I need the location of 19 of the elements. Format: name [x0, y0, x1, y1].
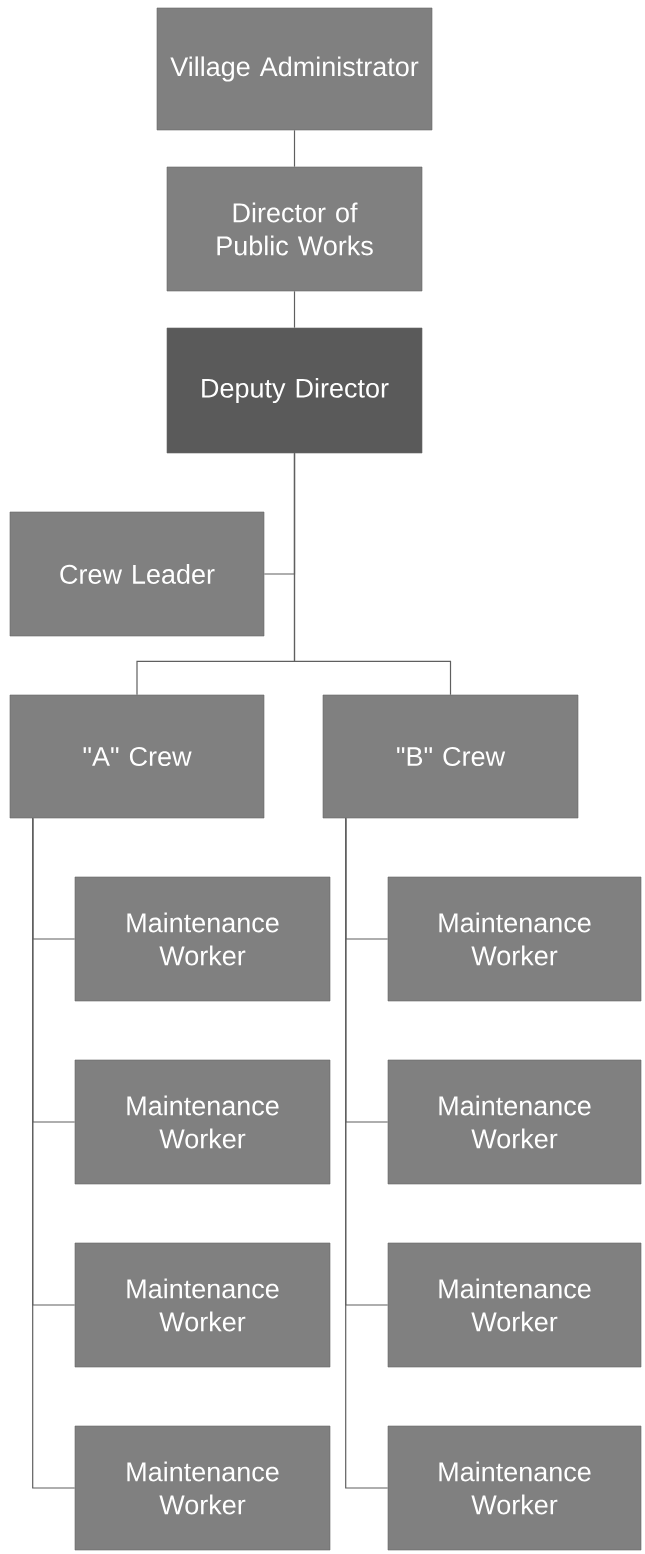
org-box: Maintenance Worker	[387, 876, 642, 1002]
org-box: "B" Crew	[322, 694, 579, 819]
connector-line	[293, 129, 296, 168]
org-box: Maintenance Worker	[74, 876, 331, 1002]
org-box: Maintenance Worker	[387, 1059, 642, 1185]
org-box: Village Administrator	[156, 7, 433, 131]
org-box: Maintenance Worker	[387, 1425, 642, 1551]
connector-line	[345, 817, 389, 1489]
org-box: Maintenance Worker	[387, 1242, 642, 1368]
org-box: Maintenance Worker	[74, 1059, 331, 1185]
connector-line	[32, 817, 76, 1489]
org-box: Director of Public Works	[166, 166, 423, 292]
connector-line	[293, 290, 296, 329]
org-box: Deputy Director	[166, 327, 423, 454]
org-box: Crew Leader	[9, 511, 265, 637]
org-box: Maintenance Worker	[74, 1425, 331, 1551]
org-box: "A" Crew	[9, 694, 265, 819]
org-box: Maintenance Worker	[74, 1242, 331, 1368]
connector-line	[293, 452, 452, 696]
